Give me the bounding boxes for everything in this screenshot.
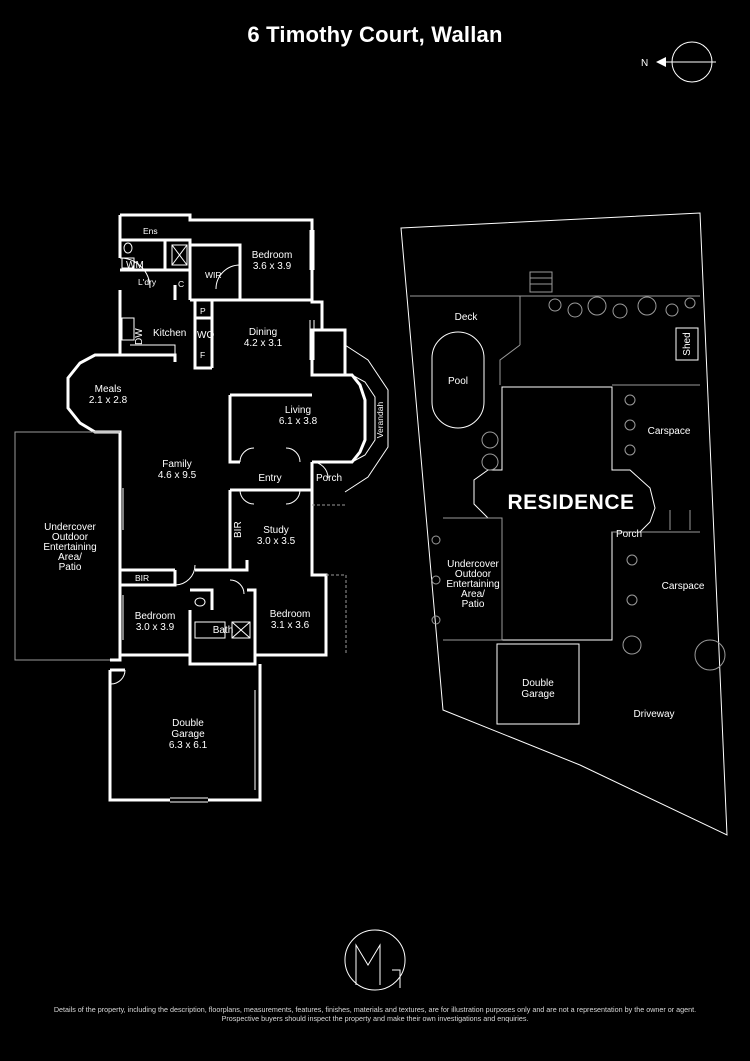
room-size-bedroom-2: 3.0 x 3.9 xyxy=(136,622,175,633)
site-label-outdoor-1: Undercover xyxy=(447,559,499,570)
room-label-kitchen: Kitchen xyxy=(153,328,186,339)
site-label-residence: RESIDENCE xyxy=(507,491,634,514)
room-label-bir-bedroom: BIR xyxy=(135,573,149,583)
room-label-verandah: Verandah xyxy=(375,402,385,439)
room-label-living: Living xyxy=(285,405,311,416)
room-label-bedroom-3: Bedroom xyxy=(270,609,311,620)
room-label-bath: Bath xyxy=(213,625,234,636)
house-floorplan xyxy=(14,213,389,803)
room-label-wo: WO xyxy=(197,330,214,341)
disclaimer: Details of the property, including the d… xyxy=(20,1005,730,1023)
compass-label: N xyxy=(641,58,648,69)
room-size-meals: 2.1 x 2.8 xyxy=(89,395,128,406)
site-label-outdoor-4: Area/ xyxy=(461,589,485,600)
site-label-outdoor-2: Outdoor xyxy=(455,569,492,580)
siteplan-labels: Deck Pool Shed Carspace RESIDENCE Porch … xyxy=(446,312,705,720)
room-label-garage: Double xyxy=(172,718,204,729)
room-size-bedroom-3: 3.1 x 3.6 xyxy=(271,620,310,631)
tree-icon xyxy=(431,296,726,671)
page-title: 6 Timothy Court, Wallan xyxy=(247,22,503,47)
room-label-c: C xyxy=(178,279,184,289)
room-label-pantry: P xyxy=(200,306,206,316)
room-size-study: 3.0 x 3.5 xyxy=(257,536,296,547)
site-label-pool: Pool xyxy=(448,376,468,387)
site-label-outdoor-5: Patio xyxy=(462,599,485,610)
site-label-carspace-bottom: Carspace xyxy=(662,581,705,592)
room-label-wir: WIR xyxy=(205,270,222,280)
north-compass-icon: N xyxy=(641,41,716,83)
site-label-deck: Deck xyxy=(455,312,479,323)
room-label-outdoor-2: Outdoor xyxy=(52,532,89,543)
room-size-family: 4.6 x 9.5 xyxy=(158,470,197,481)
room-size-garage: 6.3 x 6.1 xyxy=(169,740,208,751)
room-label-porch: Porch xyxy=(316,473,342,484)
room-label-ldry: L'dry xyxy=(138,277,157,287)
room-label-outdoor-4: Area/ xyxy=(58,552,82,563)
room-label-outdoor-5: Patio xyxy=(59,562,82,573)
site-label-porch: Porch xyxy=(616,529,642,540)
site-label-shed: Shed xyxy=(682,332,693,355)
site-label-carspace-top: Carspace xyxy=(648,426,691,437)
room-label-dw: DW xyxy=(134,328,145,345)
site-label-outdoor-3: Entertaining xyxy=(446,579,499,590)
disclaimer-line-2: Prospective buyers should inspect the pr… xyxy=(221,1014,529,1023)
room-label-dining: Dining xyxy=(249,327,277,338)
site-label-driveway: Driveway xyxy=(633,709,674,720)
room-label-family: Family xyxy=(162,459,191,470)
room-label-study: Study xyxy=(263,525,289,536)
room-label-fridge: F xyxy=(200,350,205,360)
disclaimer-line-1: Details of the property, including the d… xyxy=(53,1005,697,1014)
room-size-bedroom-main: 3.6 x 3.9 xyxy=(253,261,292,272)
room-label-bir-study: BIR xyxy=(233,521,244,538)
floorplan-labels: Ens WM L'dry C WIR Bedroom 3.6 x 3.9 Kit… xyxy=(43,226,385,751)
room-label-bedroom-main: Bedroom xyxy=(252,250,293,261)
site-label-garage-2: Garage xyxy=(521,689,555,700)
room-label-outdoor-3: Entertaining xyxy=(43,542,96,553)
room-label-outdoor-1: Undercover xyxy=(44,522,96,533)
room-label-garage-2: Garage xyxy=(171,729,205,740)
room-label-entry: Entry xyxy=(258,473,281,484)
room-size-living: 6.1 x 3.8 xyxy=(279,416,318,427)
site-label-garage-1: Double xyxy=(522,678,554,689)
room-size-dining: 4.2 x 3.1 xyxy=(244,338,283,349)
room-label-ens: Ens xyxy=(143,226,158,236)
room-label-bedroom-2: Bedroom xyxy=(135,611,176,622)
room-label-wm: WM xyxy=(126,260,144,271)
mg-monogram-icon xyxy=(344,929,406,991)
room-label-meals: Meals xyxy=(95,384,122,395)
site-plan xyxy=(400,212,728,836)
